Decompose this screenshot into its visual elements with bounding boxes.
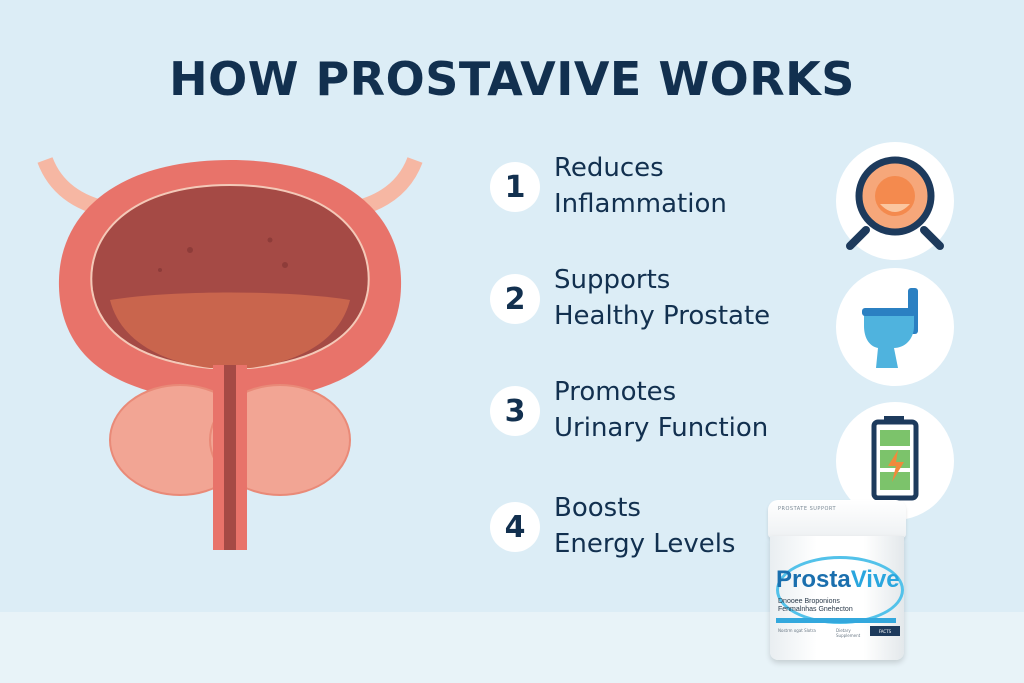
page-title: HOW PROSTAVIVE WORKS: [169, 52, 855, 106]
benefit-1: 1 Reduces Inflammation: [490, 150, 810, 230]
benefit-4: 4 Boosts Energy Levels: [490, 490, 810, 570]
jar-top-text: PROSTATE SUPPORT: [778, 506, 837, 512]
bladder-prostate-illustration: [37, 156, 423, 550]
jar-foot-left: Nostrm ogat Slotra: [778, 628, 816, 633]
benefit-3: 3 Promotes Urinary Function: [490, 374, 810, 454]
benefit-label: Promotes Urinary Function: [554, 377, 769, 443]
jar-subtitle-1: Dnooee Broponions: [778, 598, 840, 605]
jar-lid: PROSTATE SUPPORT: [768, 500, 906, 538]
benefit-label: Supports Healthy Prostate: [554, 265, 771, 331]
benefit-2: 2 Supports Healthy Prostate: [490, 262, 810, 342]
jar-stripe: [776, 618, 896, 623]
benefit-label: Reduces Inflammation: [554, 153, 727, 219]
benefit-number: 3: [490, 386, 540, 436]
benefit-number: 2: [490, 274, 540, 324]
jar-brand: ProstaVive: [776, 566, 900, 593]
bladder-fluid: [110, 292, 350, 368]
product-jar: PROSTATE SUPPORT ProstaVive Dnooee Bropo…: [768, 500, 906, 662]
benefit-number: 4: [490, 502, 540, 552]
benefit-label: Boosts Energy Levels: [554, 493, 736, 559]
jar-label: ProstaVive Dnooee Broponions Fenmalnhas …: [770, 536, 904, 660]
jar-foot-right: Dietary Supplement: [836, 628, 861, 638]
benefit-number: 1: [490, 162, 540, 212]
jar-badge: FACTS: [870, 626, 900, 636]
jar-subtitle-2: Fenmalnhas Gnehecton: [778, 606, 853, 613]
toilet-icon: [836, 268, 954, 386]
magnifier-prostate-icon: [836, 142, 954, 260]
